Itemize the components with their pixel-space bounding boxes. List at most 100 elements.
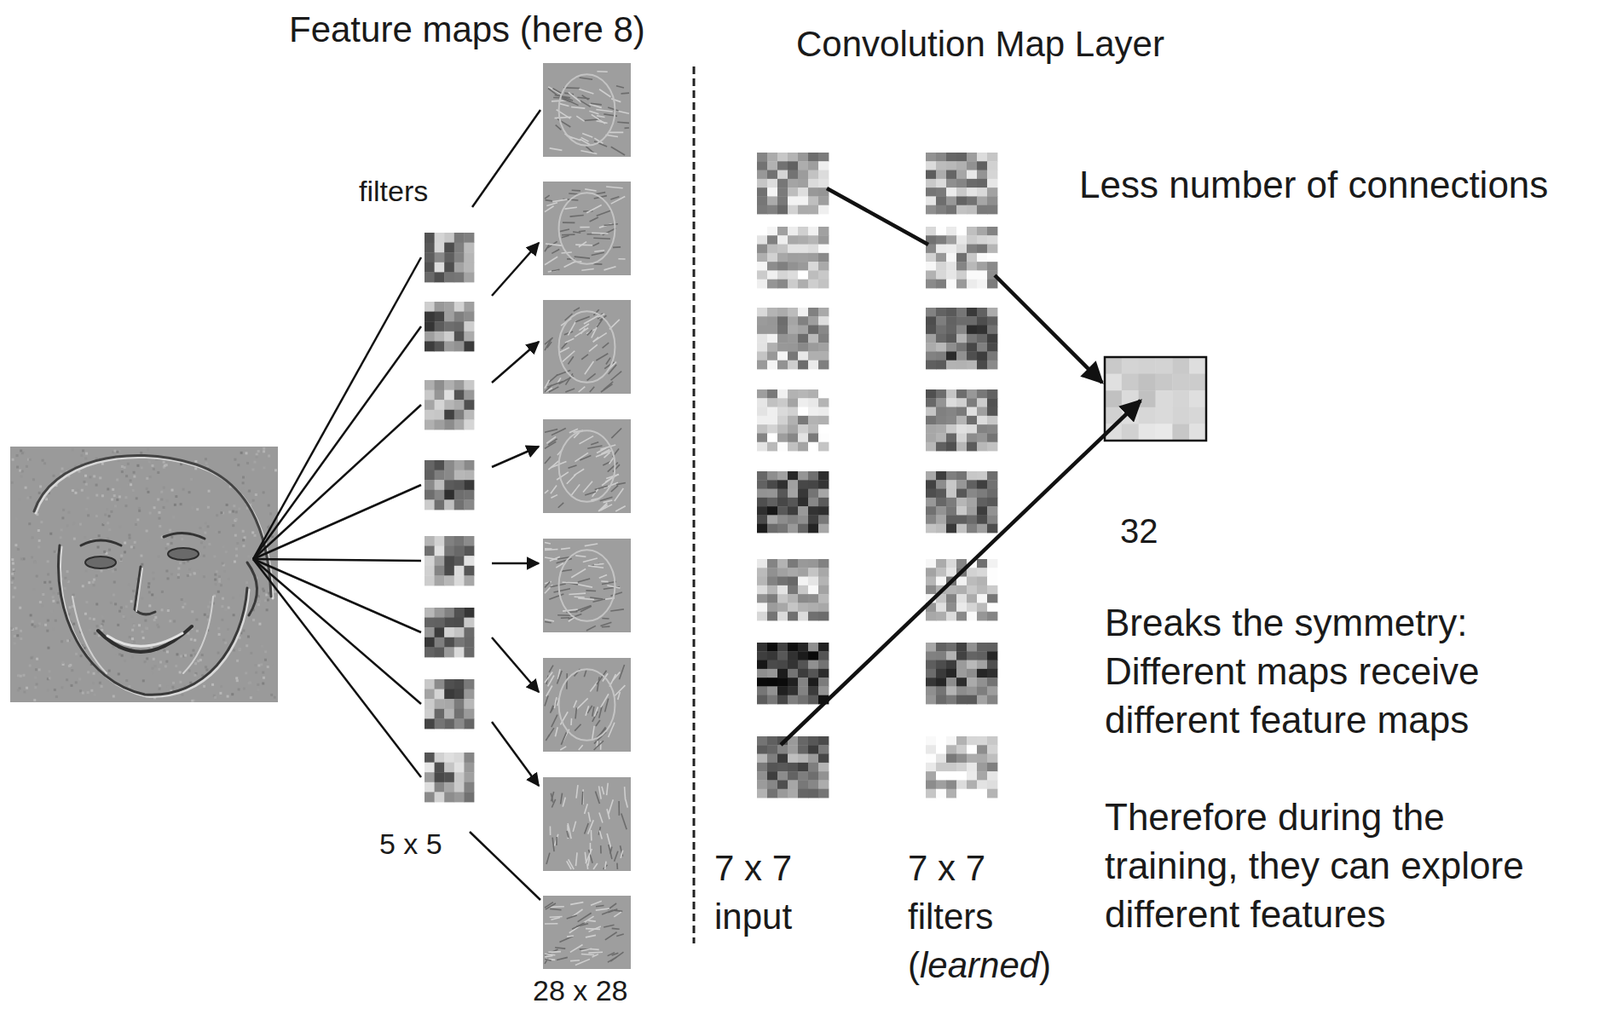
texture-pixel: [30, 555, 34, 559]
texture-pixel: [237, 508, 241, 511]
texture-pixel: [220, 605, 224, 608]
filter-pixel: [767, 506, 778, 516]
texture-pixel: [115, 478, 119, 481]
filter-pixel: [976, 161, 988, 171]
filter-pixel: [777, 187, 788, 197]
texture-stroke: [593, 237, 611, 239]
texture-pixel: [65, 579, 69, 583]
filter-pixel: [797, 489, 809, 499]
filter-pixel: [767, 253, 778, 263]
filter-pixel: [797, 261, 809, 272]
texture-stroke: [607, 107, 619, 111]
texture-pixel: [218, 580, 221, 584]
filter-pixel: [434, 782, 445, 793]
texture-pixel: [145, 529, 149, 532]
filter-pixel: [797, 270, 809, 280]
texture-pixel: [102, 619, 105, 623]
texture-pixel: [243, 536, 247, 539]
feature-map: [542, 419, 631, 514]
filter-pixel: [756, 196, 768, 206]
filter-pixel: [444, 380, 455, 391]
face-background: [10, 446, 278, 703]
texture-pixel: [193, 639, 197, 642]
filter-pixel: [767, 307, 778, 318]
filter-pixel: [756, 506, 768, 516]
texture-pixel: [80, 654, 83, 658]
texture-stroke: [581, 953, 595, 957]
texture-pixel: [69, 606, 72, 609]
texture-pixel: [227, 577, 231, 581]
filter-pixel: [454, 689, 465, 700]
filter-pixel: [797, 736, 809, 746]
texture-stroke: [562, 98, 572, 102]
texture-pixel: [85, 483, 88, 486]
filter-pixel: [787, 497, 798, 508]
filter-pixel: [777, 602, 788, 613]
filter-pixel: [756, 642, 768, 653]
filter-pixel: [797, 235, 809, 245]
texture-pixel: [70, 669, 74, 672]
texture-pixel: [226, 695, 230, 699]
texture-stroke: [580, 150, 597, 155]
texture-pixel: [84, 474, 87, 478]
texture-stroke: [609, 457, 614, 464]
texture-pixel: [172, 681, 175, 685]
texture-stroke: [611, 146, 625, 156]
texture-pixel: [184, 654, 187, 658]
filter-pixel: [808, 651, 819, 661]
arrow: [491, 446, 539, 468]
filter-pixel: [444, 419, 455, 430]
texture-stroke: [583, 670, 586, 677]
texture-pixel: [264, 658, 267, 662]
filter-pixel: [424, 718, 435, 729]
filter-7x7: [925, 152, 998, 214]
texture-stroke: [603, 924, 614, 928]
filter-pixel: [463, 262, 474, 273]
filter-pixel: [424, 331, 435, 342]
texture-pixel: [132, 489, 135, 492]
texture-pixel: [38, 491, 41, 495]
texture-stroke: [613, 910, 624, 912]
filter-pixel: [808, 253, 819, 263]
texture-pixel: [15, 517, 18, 520]
texture-pixel: [156, 471, 160, 474]
texture-pixel: [242, 538, 245, 542]
texture-pixel: [179, 654, 183, 658]
texture-pixel: [79, 689, 82, 693]
texture-stroke: [570, 944, 584, 953]
texture-pixel: [95, 574, 99, 578]
filter-pixel: [756, 316, 768, 326]
filter-pixel: [424, 460, 435, 471]
texture-pixel: [16, 634, 19, 637]
eye: [167, 548, 199, 561]
texture-stroke: [601, 618, 609, 620]
filter-pixel: [935, 316, 947, 326]
texture-pixel: [218, 531, 221, 534]
texture-stroke: [578, 231, 586, 232]
texture-pixel: [39, 485, 42, 488]
texture-pixel: [145, 657, 149, 660]
filter-pixel: [767, 594, 778, 604]
texture-pixel: [128, 537, 132, 540]
texture-pixel: [261, 671, 265, 675]
texture-stroke: [610, 609, 624, 612]
texture-pixel: [84, 612, 87, 616]
texture-pixel: [199, 687, 203, 690]
eye: [85, 556, 116, 569]
texture-pixel: [259, 663, 263, 666]
filter-pixel: [808, 244, 819, 255]
texture-stroke: [592, 599, 606, 602]
hair-highlight: [35, 456, 273, 599]
filter-pixel: [444, 607, 455, 619]
texture-pixel: [98, 534, 101, 538]
texture-stroke: [554, 947, 566, 949]
filter-pixel: [787, 686, 798, 696]
filter-pixel: [976, 351, 988, 361]
filter-pixel: [756, 226, 768, 237]
filter-pixel: [787, 567, 798, 578]
filter-pixel: [424, 262, 435, 273]
filter-pixel: [956, 342, 967, 353]
texture-stroke: [599, 831, 602, 840]
texture-pixel: [162, 461, 166, 464]
texture-stroke: [545, 734, 549, 741]
